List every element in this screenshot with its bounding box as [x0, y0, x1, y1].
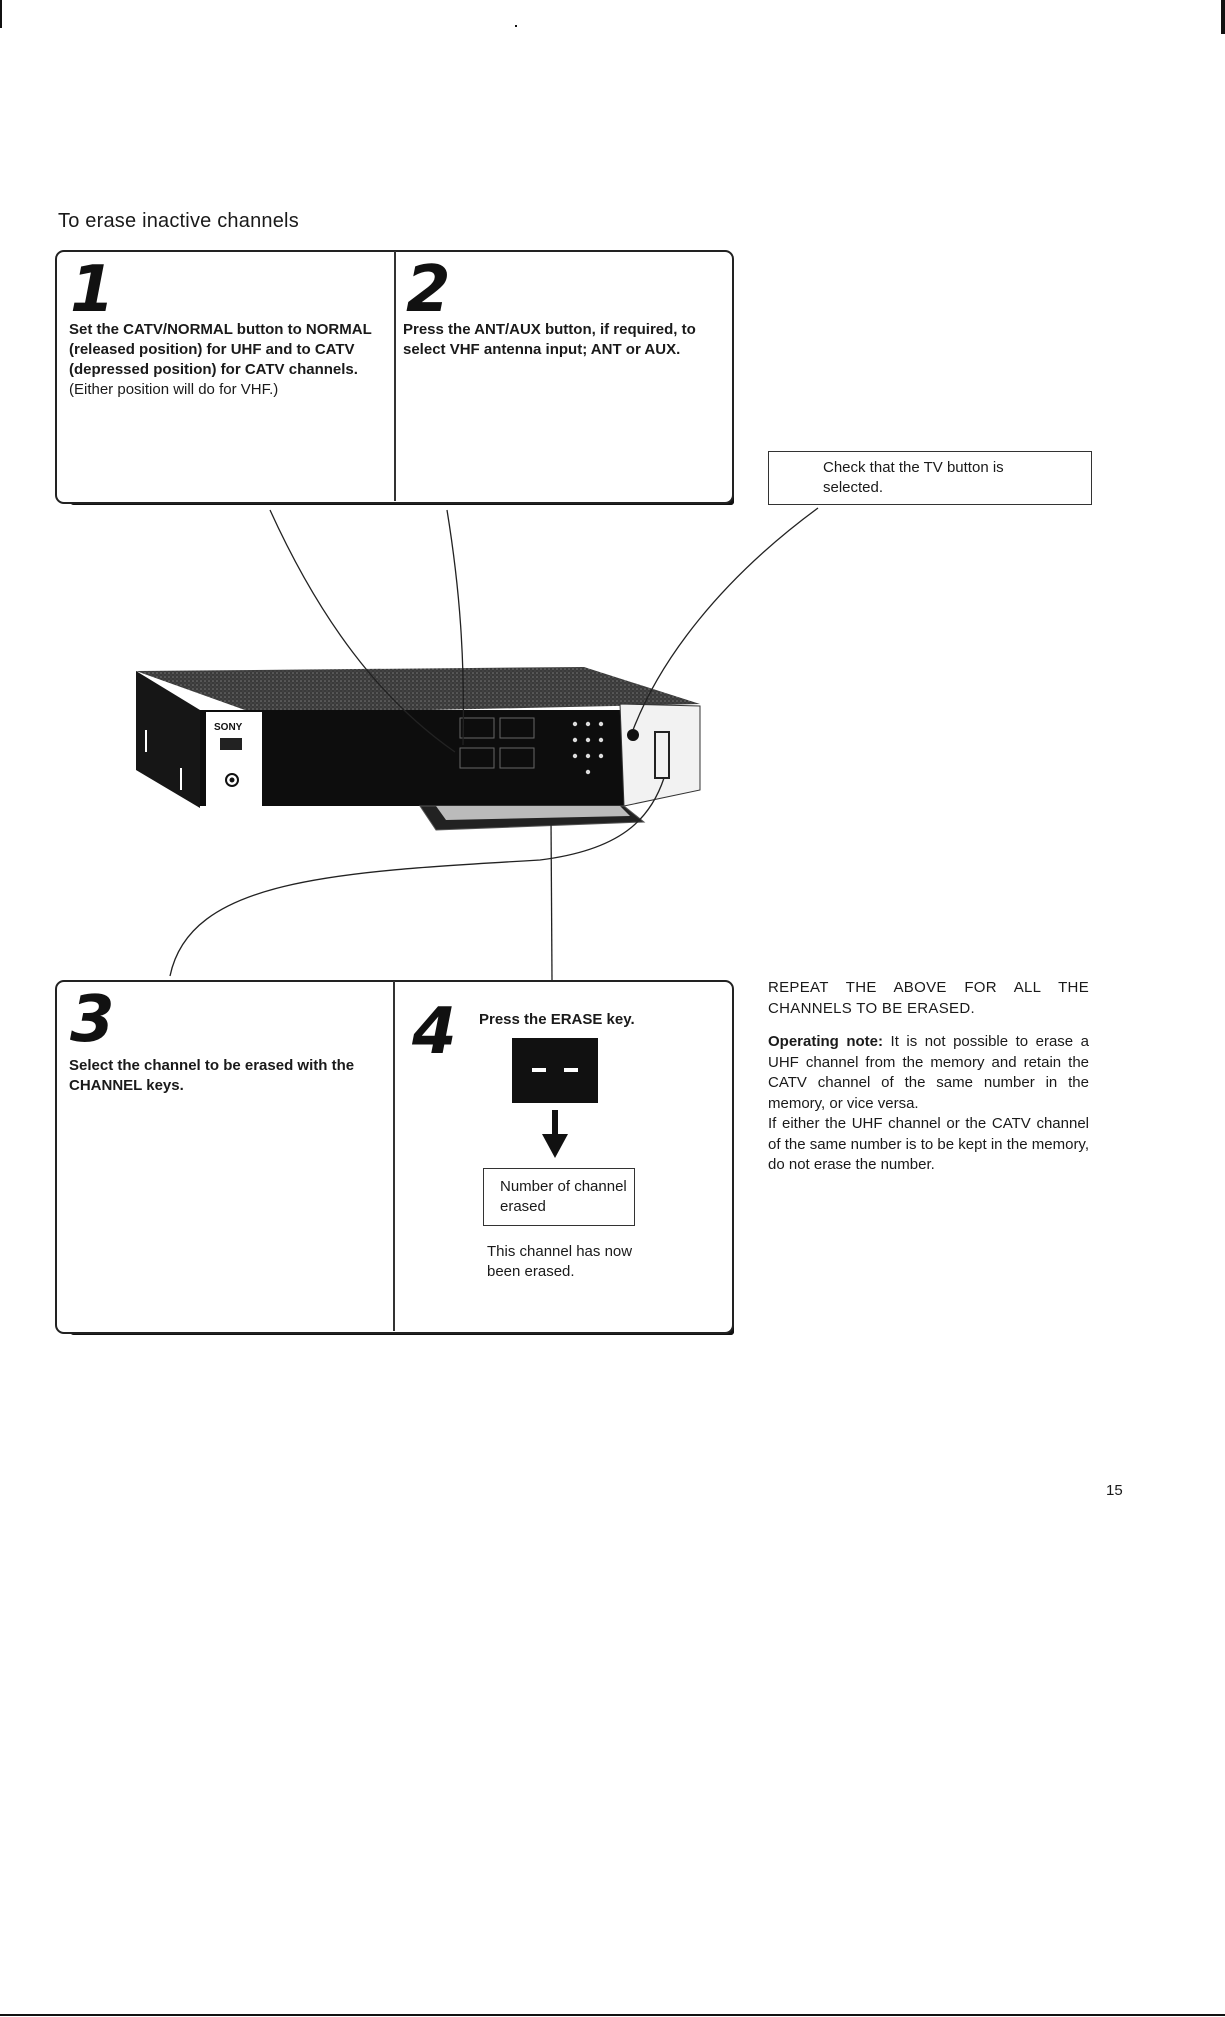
- device-right-slot: [654, 731, 670, 779]
- left-edge-mark: [0, 0, 2, 28]
- operating-note-text: It is not possible to erase a UHF channe…: [768, 1033, 1090, 1112]
- line-step4-to-erase: [550, 817, 553, 981]
- page-title: To erase inactive channels: [58, 210, 299, 232]
- tv-button-callout: Check that the TV button is selected.: [768, 451, 1092, 505]
- tv-button-callout-text: Check that the TV button is selected.: [823, 459, 1004, 496]
- step-2-text: Press the ANT/AUX button, if required, t…: [403, 321, 696, 358]
- operating-note: Operating note: It is not possible to er…: [768, 1032, 1089, 1114]
- step-1-text: Set the CATV/NORMAL button to NORMAL (re…: [69, 320, 391, 400]
- result-box: Number of channel erased: [483, 1168, 635, 1226]
- step-1-note: (Either position will do for VHF.): [69, 381, 279, 398]
- step-4-number: 4: [412, 995, 457, 1069]
- step-1-number: 1: [70, 253, 115, 327]
- erase-display-readout: [512, 1038, 598, 1103]
- device-flap-inner: [436, 806, 630, 820]
- right-column-notes: REPEAT THE ABOVE FOR ALL THE CHANNELS TO…: [768, 978, 1089, 1189]
- connector-lines: [169, 507, 819, 981]
- line-step3-to-keys: [169, 777, 665, 977]
- line-step1-to-button: [269, 509, 456, 753]
- operating-note-2: If either the UHF channel or the CATV ch…: [768, 1115, 1089, 1173]
- step-1-instruction: Set the CATV/NORMAL button to NORMAL (re…: [69, 321, 372, 378]
- bottom-edge-line: [0, 2014, 1225, 2016]
- bottom-steps-panel: [55, 980, 734, 1334]
- display-dash-left: [532, 1068, 546, 1072]
- step-2-number: 2: [406, 253, 451, 327]
- device-keypad: [572, 721, 604, 775]
- step-3-text: Select the channel to be erased with the…: [69, 1057, 355, 1094]
- device-sony-block: [206, 712, 262, 806]
- step-3-number: 3: [70, 983, 115, 1057]
- device-front-right: [619, 703, 701, 807]
- device-front-buttons: [459, 717, 535, 769]
- device-tv-button: [627, 729, 639, 741]
- page-number: 15: [1106, 1482, 1123, 1499]
- result-box-text: Number of channel erased: [500, 1178, 627, 1215]
- device-top-surface: [136, 667, 700, 714]
- device-display-icon: [220, 738, 242, 750]
- right-edge-mark: [1221, 0, 1225, 34]
- line-callout-to-tv: [632, 507, 819, 731]
- top-panel-divider: [394, 251, 396, 501]
- device-brand-label: SONY: [214, 722, 243, 733]
- repeat-instruction: REPEAT THE ABOVE FOR ALL THE CHANNELS TO…: [768, 979, 1089, 1017]
- result-caption: This channel has now been erased.: [487, 1243, 633, 1280]
- speck: [515, 25, 517, 27]
- device-headphone-jack-inner: [229, 777, 235, 783]
- operating-note-label: Operating note:: [768, 1033, 884, 1050]
- device-front-panel: [200, 710, 624, 806]
- bottom-panel-divider: [393, 981, 395, 1331]
- display-dash-right: [564, 1068, 578, 1072]
- device-left-side: [136, 671, 200, 808]
- line-step2-to-button: [446, 509, 465, 746]
- step-4-text: Press the ERASE key.: [479, 1011, 635, 1028]
